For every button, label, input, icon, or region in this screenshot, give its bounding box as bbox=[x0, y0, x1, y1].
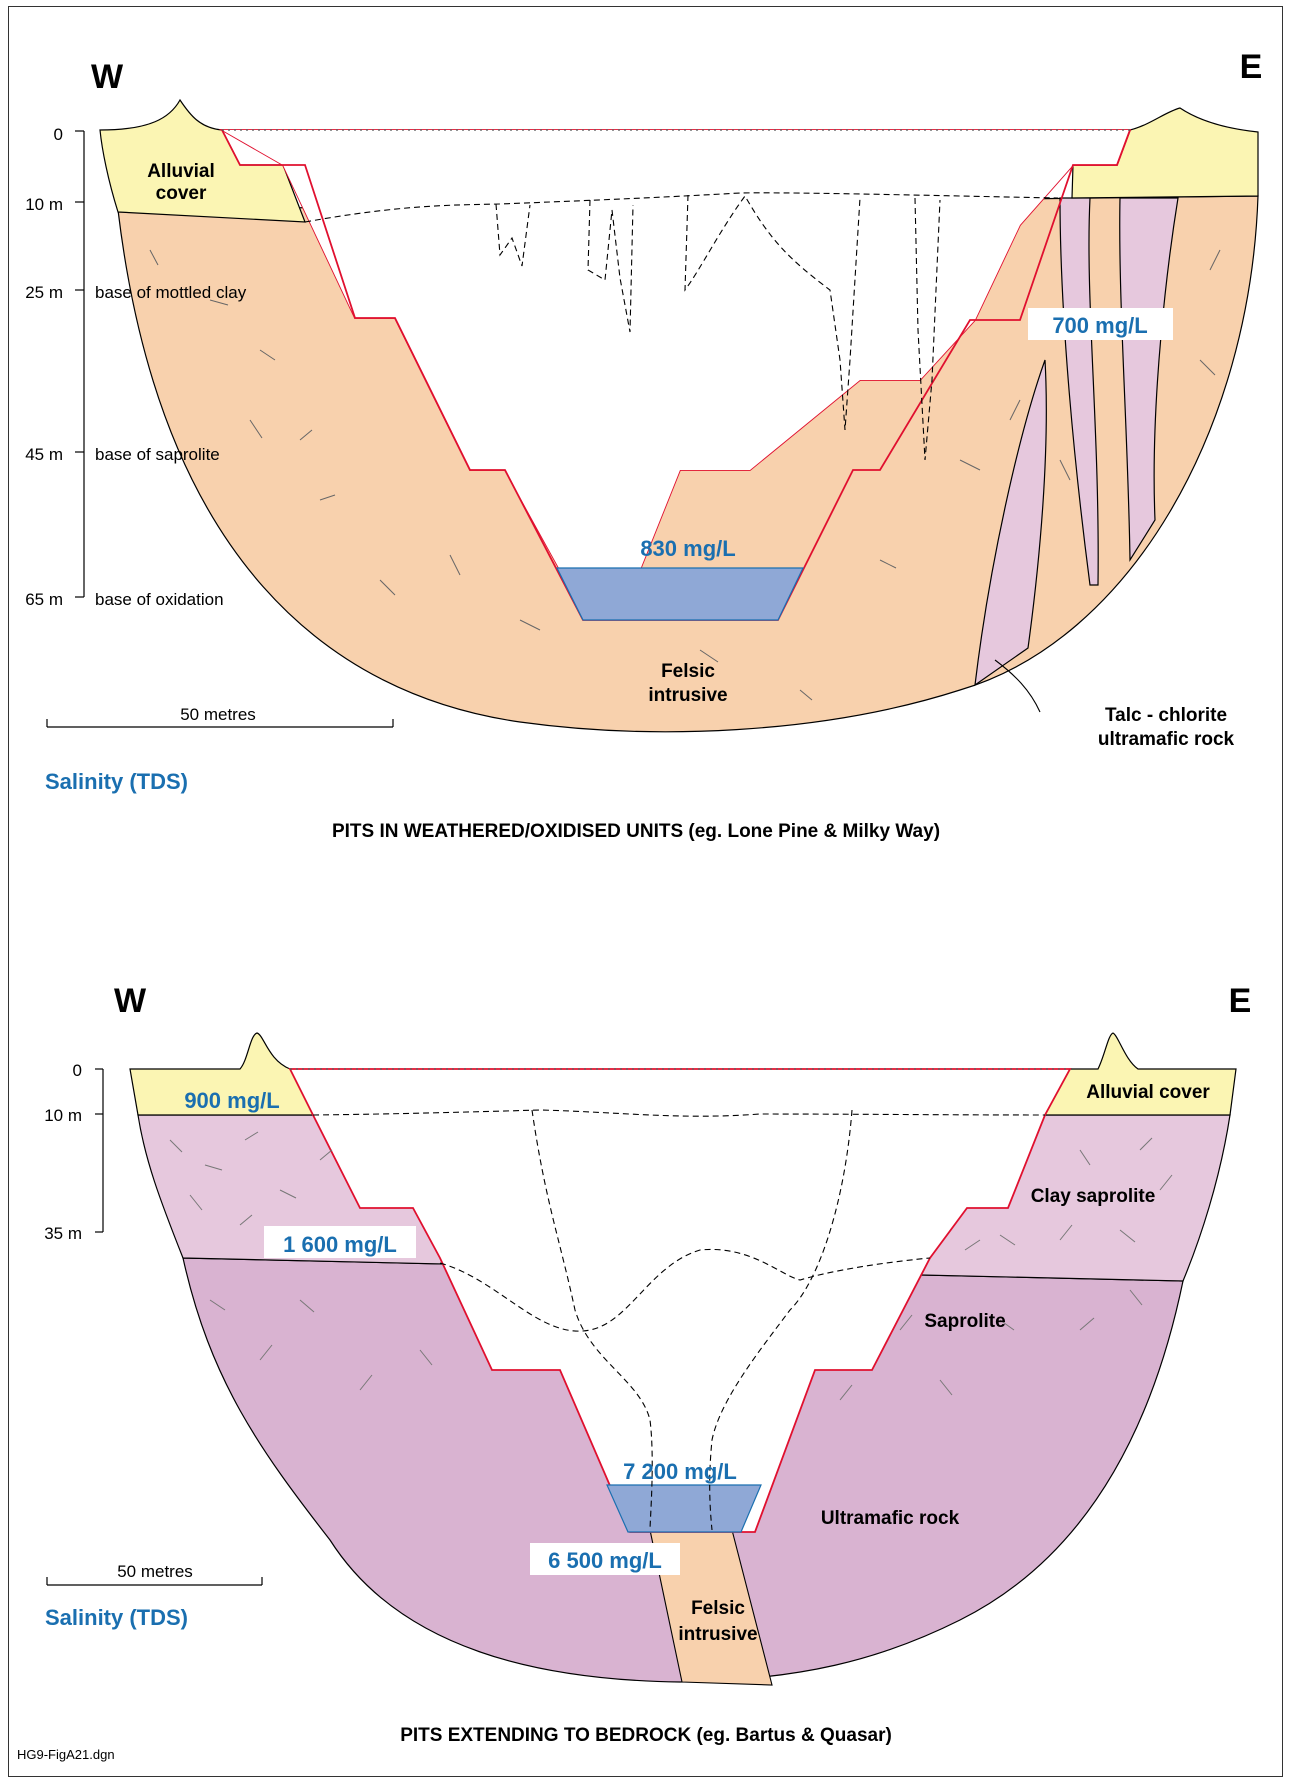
bottom-clay-label: Clay saprolite bbox=[1031, 1186, 1156, 1207]
bottom-depth-35: 35 m bbox=[44, 1224, 82, 1243]
top-depth-axis bbox=[75, 130, 85, 598]
bottom-salinity-alluvial: 900 mg/L bbox=[184, 1088, 279, 1113]
top-talc-leader bbox=[994, 659, 1041, 713]
top-alluvial-east bbox=[1071, 107, 1259, 199]
bottom-felsic-label-2: intrusive bbox=[678, 1624, 757, 1645]
top-alluvial-label-2: cover bbox=[156, 183, 207, 204]
bottom-caption: PITS EXTENDING TO BEDROCK (eg. Bartus & … bbox=[400, 1725, 892, 1746]
top-west-label: W bbox=[91, 58, 124, 96]
top-talc-band-2 bbox=[1119, 197, 1179, 563]
bottom-felsic-label-1: Felsic bbox=[691, 1598, 745, 1619]
top-felsic-label-2: intrusive bbox=[648, 685, 727, 706]
bottom-salinity-legend: Salinity (TDS) bbox=[45, 1605, 188, 1630]
bottom-dashed-profile bbox=[312, 1109, 1046, 1117]
top-depth-45: 45 m bbox=[25, 445, 63, 464]
bottom-alluvial-east bbox=[1043, 1032, 1237, 1116]
top-note-mottled: base of mottled clay bbox=[95, 283, 247, 302]
top-alluvial-label-1: Alluvial bbox=[147, 161, 215, 182]
bottom-pit bbox=[288, 1068, 1072, 1533]
top-water bbox=[556, 567, 804, 621]
bottom-section: 0 10 m 35 m W E Alluvial cover Clay sapr… bbox=[44, 982, 1251, 1746]
top-note-oxidation: base of oxidation bbox=[95, 590, 224, 609]
bottom-scale-label: 50 metres bbox=[117, 1562, 193, 1581]
bottom-saprolite-label: Saprolite bbox=[924, 1311, 1005, 1332]
bottom-dashed-dyke bbox=[531, 1109, 853, 1531]
top-salinity-legend: Salinity (TDS) bbox=[45, 769, 188, 794]
top-depth-25: 25 m bbox=[25, 283, 63, 302]
bottom-depth-0: 0 bbox=[73, 1061, 82, 1080]
top-caption: PITS IN WEATHERED/OXIDISED UNITS (eg. Lo… bbox=[332, 821, 940, 842]
top-texture bbox=[149, 249, 1221, 701]
top-east-label: E bbox=[1240, 48, 1263, 86]
top-talc-band-3 bbox=[974, 359, 1047, 687]
bottom-depth-10: 10 m bbox=[44, 1106, 82, 1125]
bottom-salinity-pit: 7 200 mg/L bbox=[623, 1459, 737, 1484]
top-section: 0 10 m 25 m 45 m 65 m base of mottled cl… bbox=[25, 48, 1262, 842]
file-id-label: HG9-FigA21.dgn bbox=[17, 1747, 115, 1762]
top-talc-label-1: Talc - chlorite bbox=[1105, 705, 1227, 726]
top-salinity-pit: 830 mg/L bbox=[640, 536, 735, 561]
top-dashed-profile bbox=[304, 192, 1059, 223]
top-depth-0: 0 bbox=[54, 125, 63, 144]
bottom-water bbox=[606, 1484, 762, 1533]
bottom-salinity-clay: 1 600 mg/L bbox=[283, 1232, 397, 1257]
top-dashed-fingers bbox=[495, 194, 941, 461]
bottom-depth-axis bbox=[95, 1068, 104, 1233]
top-felsic-label-1: Felsic bbox=[661, 661, 715, 682]
bottom-alluvial-label: Alluvial cover bbox=[1086, 1082, 1210, 1103]
top-depth-65: 65 m bbox=[25, 590, 63, 609]
top-scale-label: 50 metres bbox=[180, 705, 256, 724]
top-talc-label-2: ultramafic rock bbox=[1098, 729, 1235, 750]
bottom-east-label: E bbox=[1229, 982, 1252, 1020]
bottom-salinity-clay-box bbox=[264, 1226, 416, 1258]
bottom-texture bbox=[169, 1131, 1173, 1401]
top-salinity-east-box bbox=[1028, 308, 1173, 340]
bottom-ultramafic-label: Ultramafic rock bbox=[821, 1508, 960, 1529]
top-depth-10: 10 m bbox=[25, 195, 63, 214]
top-alluvial-west bbox=[99, 98, 306, 223]
bottom-salinity-dyke: 6 500 mg/L bbox=[548, 1548, 662, 1573]
top-note-saprolite: base of saprolite bbox=[95, 445, 220, 464]
bottom-salinity-dyke-box bbox=[530, 1543, 680, 1575]
bottom-dashed-weathering bbox=[439, 1248, 931, 1332]
top-pit-floor-fill bbox=[222, 130, 1130, 570]
bottom-west-label: W bbox=[114, 982, 147, 1020]
figure-frame bbox=[8, 6, 1283, 1777]
top-salinity-east: 700 mg/L bbox=[1052, 313, 1147, 338]
